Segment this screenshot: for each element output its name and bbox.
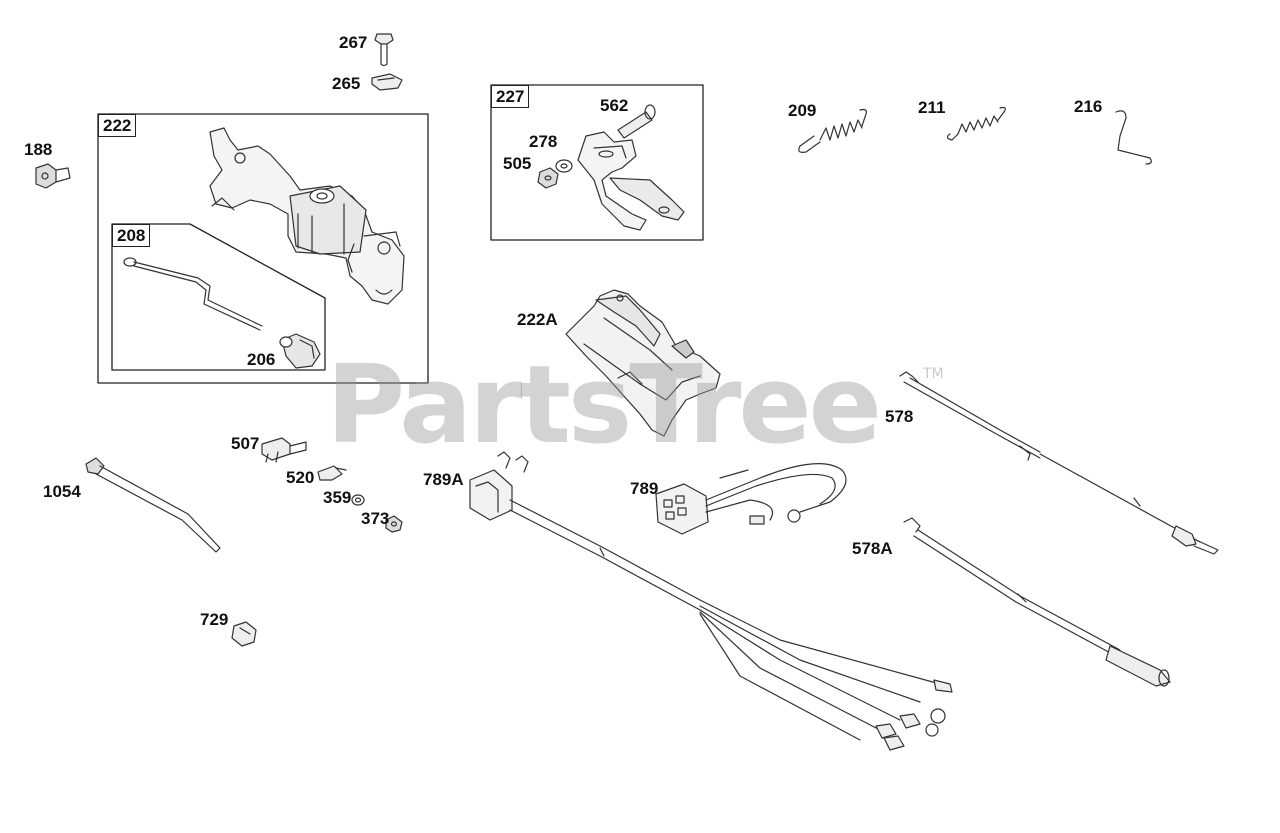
part-label-188[interactable]: 188: [24, 140, 53, 159]
part-206-knob: [279, 333, 321, 369]
part-label-505[interactable]: 505: [503, 154, 532, 173]
box-208-frame: [111, 223, 326, 371]
part-222A-control-plate: [565, 289, 721, 437]
part-578A-cable: [903, 517, 1171, 687]
box-tag-227[interactable]: 227: [491, 85, 530, 108]
part-209-spring: [798, 108, 867, 153]
part-188-bolt: [35, 163, 71, 189]
part-label-359[interactable]: 359: [323, 488, 352, 507]
part-208-governor-rod: [123, 257, 263, 331]
part-789A-wiring-harness: [469, 451, 953, 751]
box-tag-222[interactable]: 222: [98, 114, 137, 137]
part-562-pin: [617, 104, 656, 139]
part-216-link: [1115, 110, 1152, 165]
part-label-209[interactable]: 209: [788, 101, 817, 120]
part-label-211[interactable]: 211: [918, 98, 946, 117]
part-label-578[interactable]: 578: [885, 407, 914, 426]
part-label-789A[interactable]: 789A: [423, 470, 464, 489]
box-tag-208[interactable]: 208: [112, 224, 151, 247]
part-505-nut: [537, 167, 559, 189]
part-label-1054[interactable]: 1054: [43, 482, 81, 501]
part-label-222A[interactable]: 222A: [517, 310, 558, 329]
part-507-switch: [261, 437, 307, 463]
part-1054-cable-tie: [85, 457, 221, 553]
part-label-206[interactable]: 206: [247, 350, 276, 369]
part-227-bracket: [577, 131, 685, 231]
part-label-265[interactable]: 265: [332, 74, 361, 93]
watermark-trademark: TM: [923, 366, 944, 382]
part-label-278[interactable]: 278: [529, 132, 558, 151]
part-label-578A[interactable]: 578A: [852, 539, 893, 558]
part-label-562[interactable]: 562: [600, 96, 629, 115]
part-278-washer: [555, 159, 573, 173]
part-359-washer: [351, 494, 365, 506]
watermark-text: PartsTree: [326, 343, 882, 468]
part-265-clip: [371, 73, 403, 91]
part-label-507[interactable]: 507: [231, 434, 260, 453]
box-227-frame: [490, 84, 704, 241]
part-729-clip: [231, 621, 257, 647]
part-label-520[interactable]: 520: [286, 468, 315, 487]
part-label-373[interactable]: 373: [361, 509, 390, 528]
part-label-267[interactable]: 267: [339, 33, 368, 52]
box-222-frame: [97, 113, 429, 384]
part-373-nut: [385, 515, 403, 533]
part-label-789[interactable]: 789: [630, 479, 659, 498]
part-222-governor-bracket: [209, 127, 405, 305]
part-label-216[interactable]: 216: [1074, 97, 1103, 116]
part-520-bracket: [317, 465, 347, 481]
part-578-cable: [899, 371, 1219, 555]
part-211-spring: [946, 106, 1006, 141]
part-789-wiring-harness: [655, 463, 847, 535]
part-label-729[interactable]: 729: [200, 610, 229, 629]
part-267-bolt: [374, 33, 394, 67]
